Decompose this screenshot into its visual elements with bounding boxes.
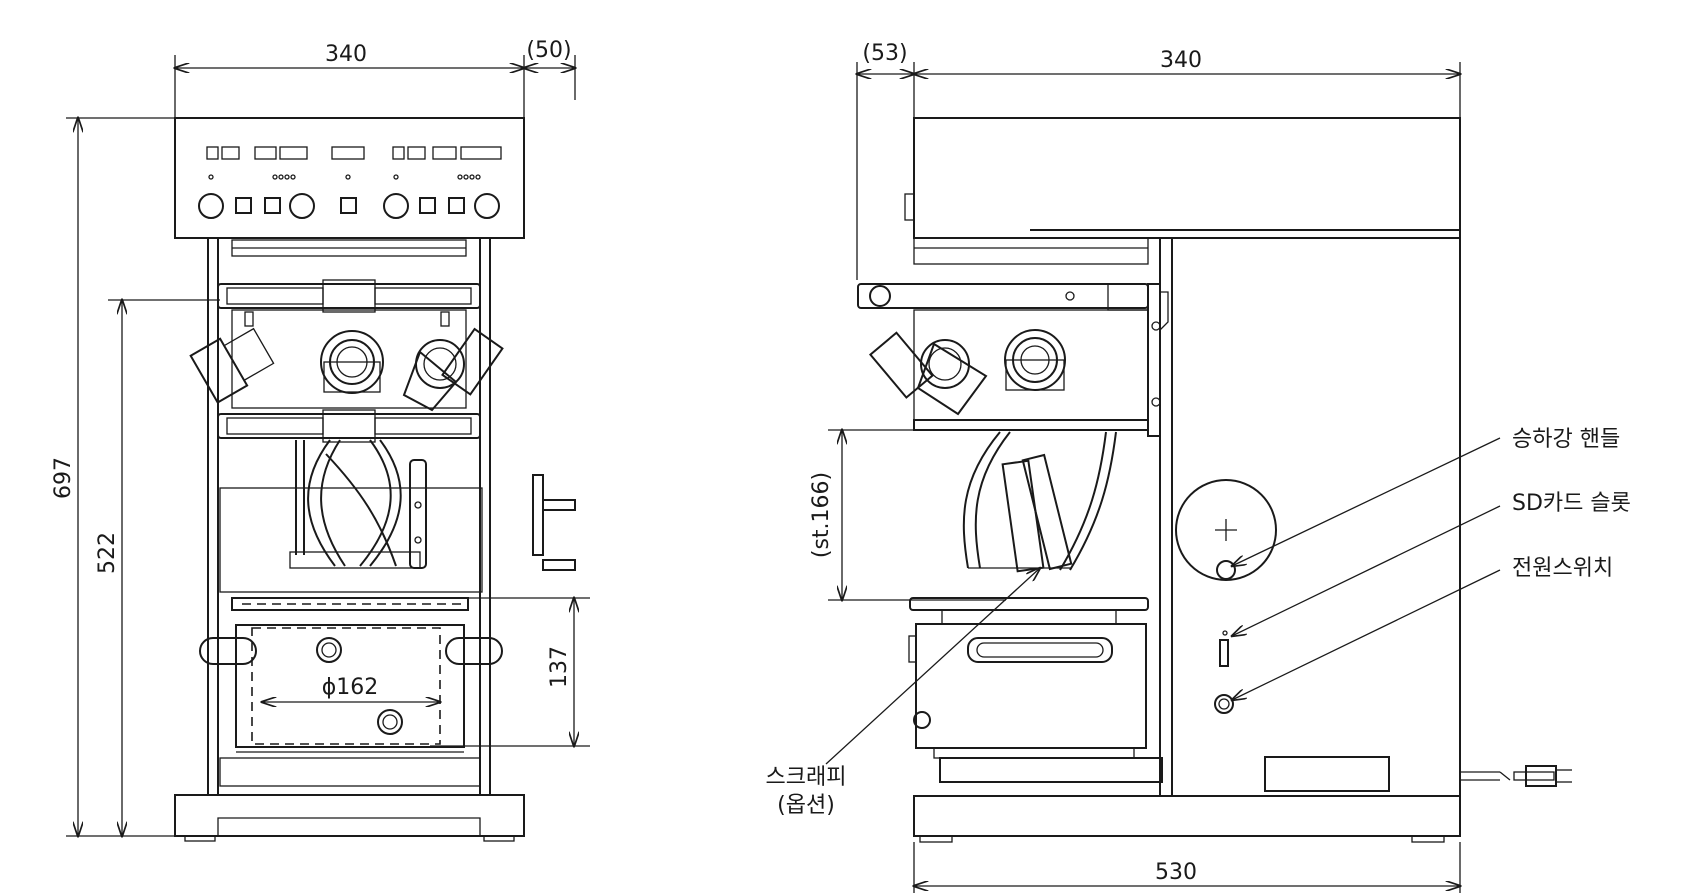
side-stroke-label: (st.166): [809, 472, 834, 558]
front-lift-dimension: 522: [95, 300, 220, 836]
side-top-dimension: (53) 340: [857, 41, 1460, 280]
front-diameter-label: ϕ162: [322, 675, 379, 700]
front-height-label: 697: [51, 457, 76, 499]
front-handle-offset-label: (50): [526, 38, 571, 63]
front-frame: [207, 238, 491, 795]
side-offset-label: (53): [862, 41, 907, 66]
side-stroke-dimension: (st.166): [809, 430, 1006, 600]
front-lift-label: 522: [95, 532, 120, 574]
power-switch-label: 전원스위치: [1512, 556, 1613, 581]
front-bowl: ϕ162: [199, 597, 503, 787]
front-base: [174, 474, 576, 842]
scraper-label: 스크래피: [766, 765, 847, 790]
front-height-dimension: 697: [51, 118, 175, 836]
side-bowl: [908, 597, 1163, 783]
front-ports: [189, 327, 504, 412]
callouts: 승하강 핸들 SD카드 슬롯 전원스위치 스크래피 (옵션): [766, 427, 1631, 818]
sd-slot-label: SD카드 슬롯: [1512, 491, 1631, 516]
front-width-label: 340: [325, 42, 367, 67]
side-head: [857, 117, 1461, 437]
front-width-dimension: 340 (50): [175, 38, 575, 118]
side-ports: [868, 329, 1066, 416]
side-depth-label: 530: [1155, 860, 1197, 885]
side-column: [1159, 237, 1461, 797]
lift-handle-label: 승하강 핸들: [1512, 427, 1620, 452]
scraper-option-label: (옵션): [777, 793, 835, 818]
side-scraper-assembly: [962, 431, 1117, 573]
side-depth-dimension: 530: [914, 842, 1460, 893]
front-chamber-dimension: 137: [430, 598, 590, 746]
side-base: [913, 765, 1572, 843]
front-scraper-assembly: [219, 439, 483, 593]
side-width-label: 340: [1160, 48, 1202, 73]
front-view: 340 (50) 697 522 137: [51, 38, 590, 842]
side-view: (53) 340: [766, 41, 1631, 893]
front-chamber-label: 137: [547, 646, 572, 688]
front-control-panel: [174, 117, 525, 239]
